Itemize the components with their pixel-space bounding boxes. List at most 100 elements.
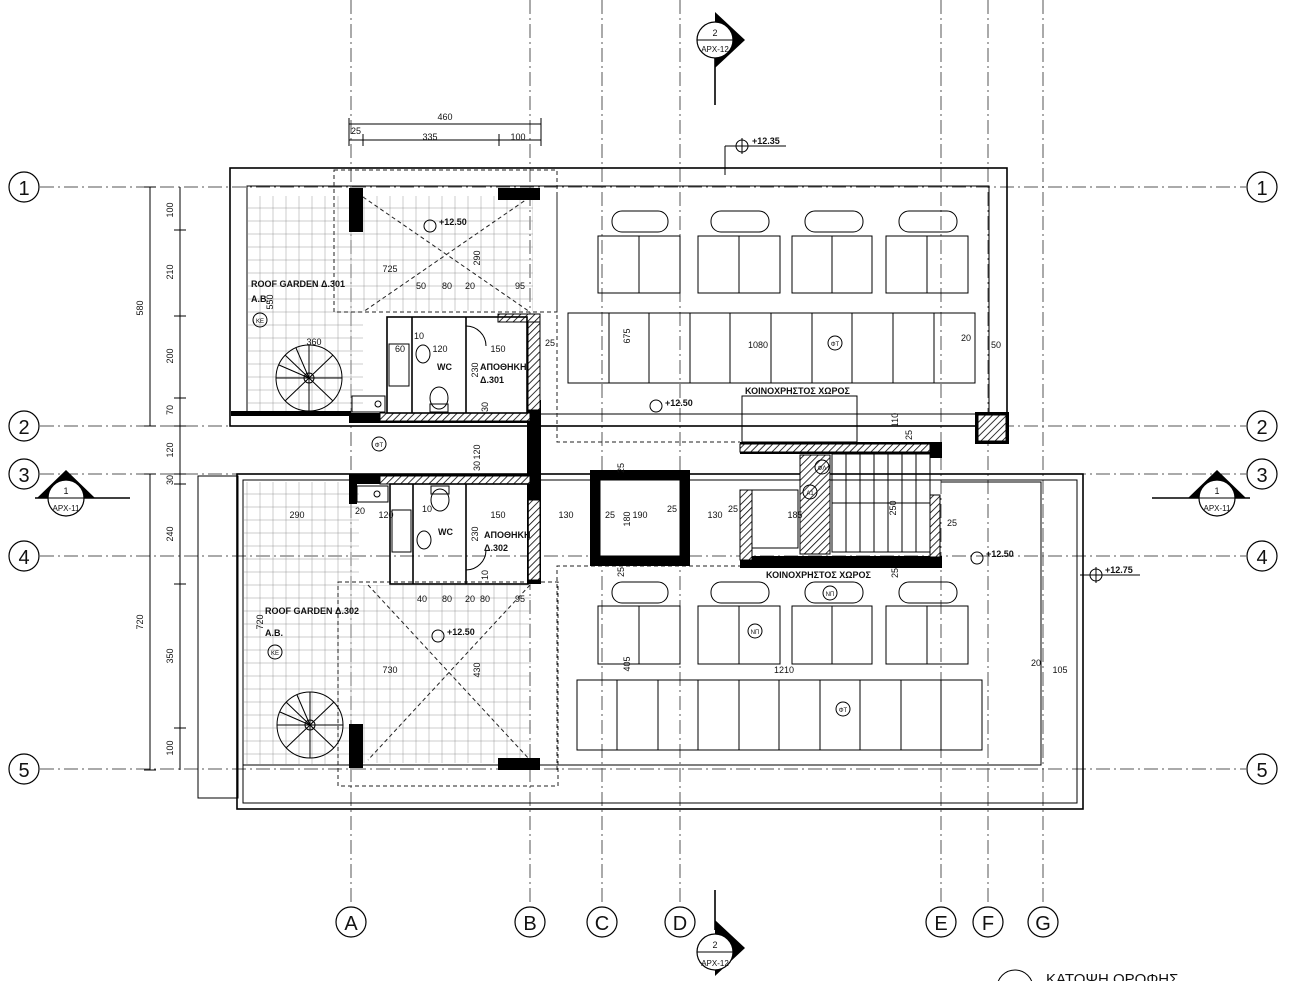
svg-text:F: F [982, 913, 994, 935]
svg-text:120: 120 [165, 442, 175, 457]
svg-text:95: 95 [515, 281, 525, 291]
grid-bubble-row-5-right: 5 [1246, 753, 1278, 785]
svg-text:20: 20 [465, 281, 475, 291]
svg-text:430: 430 [472, 662, 482, 677]
svg-text:5: 5 [18, 760, 29, 782]
svg-text:70: 70 [165, 405, 175, 415]
solar-heaters-north [597, 210, 969, 294]
grid-bubble-col-b: B [514, 906, 546, 938]
roof-garden-302-tiles-2 [359, 585, 531, 763]
service-block-302 [356, 483, 529, 585]
grid-bubble-row-4: 4 [8, 540, 40, 572]
svg-text:290: 290 [472, 250, 482, 265]
svg-text:40: 40 [417, 594, 427, 604]
svg-text:720: 720 [135, 614, 145, 629]
svg-text:10: 10 [480, 570, 490, 580]
svg-text:25: 25 [890, 568, 900, 578]
pv-panels-south [576, 679, 983, 751]
svg-text:G: G [1035, 913, 1051, 935]
svg-text:25: 25 [904, 430, 914, 440]
room-roof-garden-301: ROOF GARDEN Δ.301 [251, 279, 345, 289]
svg-text:2: 2 [712, 28, 717, 38]
grid-bubble-row-4-right: 4 [1246, 540, 1278, 572]
tag-ft-2: ΦΤ [831, 342, 840, 348]
svg-text:250: 250 [888, 500, 898, 515]
level-parapet: +12.75 [1105, 565, 1133, 575]
tag-ft-3: ΦΤ [839, 708, 848, 714]
grid-bubble-row-1: 1 [8, 171, 40, 203]
svg-text:2: 2 [1256, 417, 1267, 439]
svg-text:130: 130 [707, 510, 722, 520]
level-roof-top: +12.35 [752, 136, 780, 146]
svg-text:1080: 1080 [748, 340, 768, 350]
grid-column-bubbles: A B C D E F G [335, 906, 1059, 938]
svg-text:50: 50 [416, 281, 426, 291]
svg-text:5: 5 [1256, 760, 1267, 782]
svg-text:95: 95 [515, 594, 525, 604]
svg-text:120: 120 [472, 444, 482, 459]
svg-text:360: 360 [306, 337, 321, 347]
svg-text:405: 405 [622, 656, 632, 671]
svg-text:30: 30 [480, 402, 490, 412]
svg-text:240: 240 [165, 526, 175, 541]
svg-text:25: 25 [351, 126, 361, 136]
tag-ke-1: KE [256, 319, 264, 325]
spiral-stair-302 [276, 691, 344, 759]
svg-text:730: 730 [382, 665, 397, 675]
shaft-core [590, 470, 690, 566]
svg-text:A: A [344, 913, 358, 935]
section-mark-right: 1 ΑΡΧ-11 [1152, 470, 1250, 517]
svg-text:210: 210 [165, 264, 175, 279]
level-garden-2: +12.50 [447, 627, 475, 637]
svg-text:550: 550 [265, 294, 275, 309]
svg-text:10: 10 [414, 331, 424, 341]
svg-text:105: 105 [1052, 665, 1067, 675]
svg-text:3: 3 [18, 465, 29, 487]
svg-text:4: 4 [18, 547, 29, 569]
svg-text:100: 100 [165, 740, 175, 755]
svg-text:50: 50 [991, 340, 1001, 350]
grid-bubble-row-2-right: 2 [1246, 410, 1278, 442]
svg-text:290: 290 [289, 510, 304, 520]
room-wc-1: WC [437, 362, 452, 372]
svg-text:60: 60 [395, 344, 405, 354]
tag-np-2: ΝΠ [826, 592, 835, 598]
svg-text:4: 4 [1256, 547, 1267, 569]
tag-fl: ΦΛ [818, 466, 827, 472]
grid-bubble-col-g: G [1027, 906, 1059, 938]
svg-text:1210: 1210 [774, 665, 794, 675]
svg-text:80: 80 [442, 281, 452, 291]
grid-bubble-row-3: 3 [8, 458, 40, 490]
svg-text:25: 25 [605, 510, 615, 520]
svg-text:110: 110 [890, 413, 900, 427]
grid-bubble-col-c: C [586, 906, 618, 938]
room-storage-301-unit: Δ.301 [480, 375, 504, 385]
svg-text:80: 80 [442, 594, 452, 604]
room-roof-garden-302: ROOF GARDEN Δ.302 [265, 606, 359, 616]
svg-text:335: 335 [422, 132, 437, 142]
hatched-walls [379, 313, 1007, 581]
svg-text:185: 185 [787, 510, 802, 520]
svg-text:150: 150 [490, 510, 505, 520]
svg-text:200: 200 [165, 348, 175, 363]
svg-text:1: 1 [1256, 178, 1267, 200]
pv-panels-north [567, 312, 976, 384]
section-mark-left: 1 ΑΡΧ-11 [35, 470, 130, 517]
tag-ke-2: KE [271, 651, 279, 657]
svg-text:3: 3 [1256, 465, 1267, 487]
svg-text:1: 1 [63, 486, 68, 496]
svg-text:460: 460 [437, 112, 452, 122]
svg-text:10: 10 [422, 504, 432, 514]
room-storage-302-unit: Δ.302 [484, 543, 508, 553]
svg-text:80: 80 [480, 594, 490, 604]
svg-text:D: D [673, 913, 687, 935]
grid-bubble-row-3-right: 3 [1246, 458, 1278, 490]
svg-text:120: 120 [432, 344, 447, 354]
svg-text:150: 150 [490, 344, 505, 354]
svg-text:30: 30 [165, 475, 175, 485]
svg-text:2: 2 [712, 940, 717, 950]
solar-heaters-south [597, 581, 969, 665]
level-markers [423, 138, 1104, 643]
svg-text:20: 20 [961, 333, 971, 343]
